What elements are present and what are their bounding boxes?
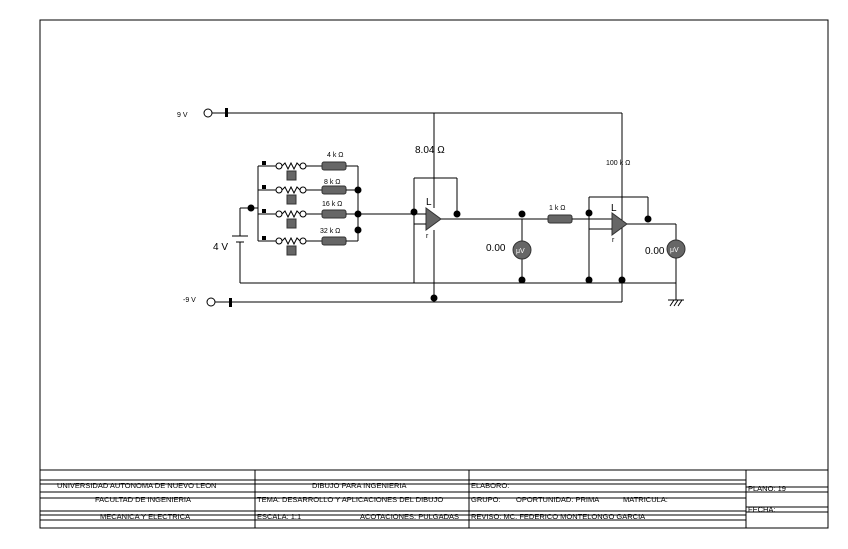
opamp-2-bottom-label: r [612, 237, 615, 244]
resistor-16k-label: 16 k Ω [322, 201, 342, 208]
department-text: MECANICA Y ELECTRICA [100, 512, 190, 521]
resistor-4k-label: 4 k Ω [327, 152, 344, 159]
resistor-bank: 4 k Ω 8 k Ω [257, 152, 400, 256]
date-text: FECHA: [748, 505, 776, 514]
faculty-text: FACULTAD DE INGENIERIA [95, 495, 191, 504]
opamp-2: L r 100 k Ω [585, 160, 677, 284]
meter-2-symbol: μV [670, 247, 679, 254]
supply-negative-label: -9 V [183, 297, 196, 304]
supply-positive-terminal [203, 108, 213, 118]
circuit: 9 V -9 V [177, 108, 686, 307]
supply-positive-label: 9 V [177, 112, 188, 119]
battery-label: 4 V [213, 242, 228, 253]
resistor-8k [321, 185, 347, 195]
resistor-4k [321, 161, 347, 171]
reviewed-text: REVISO: MC. FEDERICO MONTELONGO GARCIA [471, 512, 645, 521]
opamp-2-top-label: L [611, 203, 617, 214]
scale-text: ESCALA: 1:1 [257, 512, 301, 521]
series-resistor [547, 214, 573, 224]
enrollment-text: MATRICULA: [623, 495, 668, 504]
group-text: GRUPO: [471, 495, 501, 504]
opportunity-text: OPORTUNIDAD: PRIMA [516, 495, 599, 504]
opamp-1: L r 8.04 Ω [400, 113, 548, 302]
opamp-1-top-label: L [426, 197, 432, 208]
made-by-text: ELABORO: [471, 481, 509, 490]
feedback-resistor-2-label: 100 k Ω [606, 160, 630, 167]
resistor-16k [321, 209, 347, 219]
opamp-1-bottom-label: r [426, 233, 429, 240]
resistor-row-2: 8 k Ω [258, 179, 358, 205]
battery: 4 V [213, 204, 258, 283]
resistor-32k-label: 32 k Ω [320, 228, 340, 235]
meter-1-reading: 0.00 [486, 243, 506, 254]
units-text: ACOTACIONES: PULGADAS [360, 512, 459, 521]
meter-1: μV 0.00 [486, 210, 532, 284]
resistor-row-3: 16 k Ω [258, 201, 400, 229]
ground-icon [668, 299, 684, 307]
university-text: UNIVERSIDAD AUTONOMA DE NUEVO LEON [57, 481, 216, 490]
resistor-32k [321, 236, 347, 246]
meter-1-symbol: μV [516, 248, 525, 255]
resistor-row-1: 4 k Ω [258, 152, 358, 181]
resistor-8k-label: 8 k Ω [324, 179, 341, 186]
course-text: DIBUJO PARA INGENIERIA [312, 481, 406, 490]
topic-text: TEMA: DESARROLLO Y APLICACIONES DEL DIBU… [257, 495, 443, 504]
feedback-resistor-1-label: 8.04 Ω [415, 145, 445, 156]
plan-text: PLANO: 19 [748, 484, 786, 493]
resistor-row-4: 32 k Ω [258, 228, 358, 256]
meter-2-reading: 0.00 [645, 246, 665, 257]
meter-2: μV 0.00 [645, 239, 686, 300]
supply-negative-terminal [206, 297, 216, 307]
series-resistor-label: 1 k Ω [549, 205, 566, 212]
title-block: UNIVERSIDAD AUTONOMA DE NUEVO LEON FACUL… [39, 469, 829, 529]
